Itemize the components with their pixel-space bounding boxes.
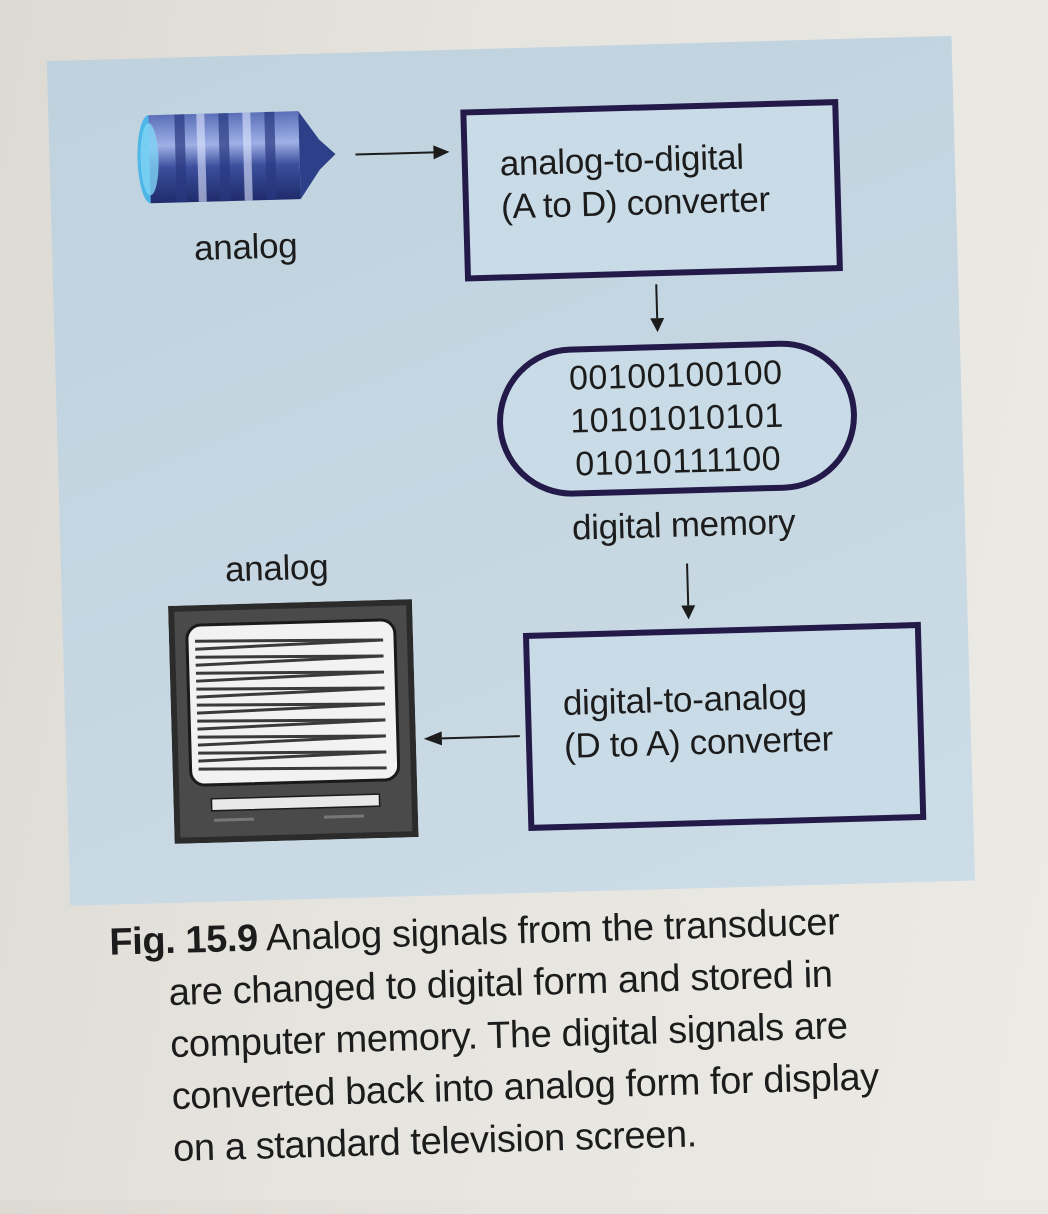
arrow-right-icon xyxy=(355,145,450,160)
transducer-icon xyxy=(137,111,336,204)
transducer-label: analog xyxy=(193,226,298,269)
adc-line1: analog-to-digital xyxy=(499,137,745,184)
monitor-label: analog xyxy=(224,547,329,590)
figure-caption: Fig. 15.9 Analog signals from the transd… xyxy=(109,893,976,1177)
arrow-down-icon xyxy=(681,563,696,620)
memory-bits-line-3: 01010111100 xyxy=(574,439,782,484)
arrow-left-icon xyxy=(423,731,520,746)
dac-line2: (D to A) converter xyxy=(563,719,834,766)
figure-number: Fig. 15.9 xyxy=(108,917,259,964)
digital-memory-shape: 00100100100 10101010101 01010111100 xyxy=(494,338,860,499)
diagram-panel: analog analog-to-digital (A to D) conver… xyxy=(46,35,976,906)
adc-box: analog-to-digital (A to D) converter xyxy=(460,99,843,282)
adc-line2: (A to D) converter xyxy=(500,179,771,227)
dac-line1: digital-to-analog xyxy=(562,677,808,723)
dac-box: digital-to-analog (D to A) converter xyxy=(522,621,927,831)
memory-bits-line-1: 00100100100 xyxy=(568,353,784,398)
arrow-down-icon xyxy=(650,284,665,333)
memory-bits-line-2: 10101010101 xyxy=(569,396,785,441)
digital-memory-label: digital memory xyxy=(571,502,796,548)
monitor-icon xyxy=(168,599,419,844)
